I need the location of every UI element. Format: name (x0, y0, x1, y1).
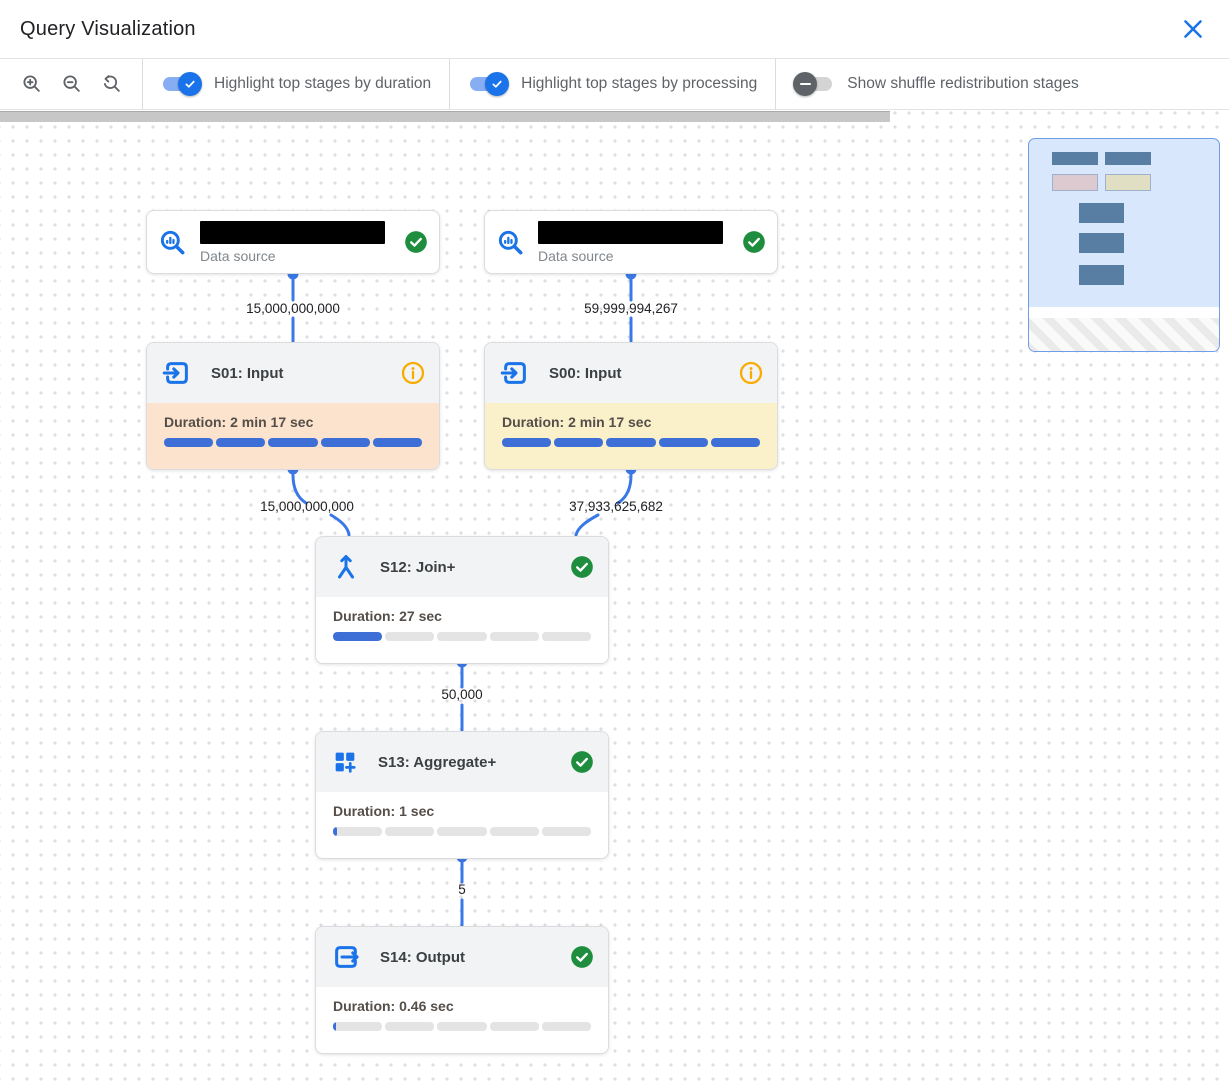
minimap-node (1052, 152, 1098, 165)
minimap-node (1079, 233, 1124, 253)
stage-title: S12: Join+ (380, 558, 456, 576)
data-source-label: Data source (538, 247, 614, 264)
stage-duration: Duration: 2 min 17 sec (502, 414, 652, 430)
stage-progress-bar (502, 438, 761, 447)
join-icon (338, 555, 354, 579)
minimap-node (1105, 152, 1151, 165)
stage-progress-bar (333, 827, 592, 836)
toggle-label-processing: Highlight top stages by processing (521, 75, 758, 92)
toolbar-divider (142, 59, 143, 109)
minimap[interactable] (1028, 138, 1220, 352)
redacted-table-name (200, 220, 385, 244)
input-icon (162, 362, 188, 384)
bigquery-table-icon (498, 230, 523, 254)
minimap-empty-strip (1029, 307, 1219, 318)
data-source-node-1[interactable]: Data source (146, 210, 440, 274)
toggle-highlight-duration[interactable] (161, 72, 202, 96)
aggregate-icon (335, 752, 356, 773)
stage-duration: Duration: 1 sec (333, 803, 435, 819)
input-icon (500, 362, 526, 384)
info-icon[interactable] (738, 360, 764, 386)
output-icon (335, 946, 359, 968)
edge-row-count: 5 (458, 882, 466, 897)
close-icon[interactable] (1179, 15, 1207, 43)
toolbar-divider (449, 59, 451, 109)
stage-title: S13: Aggregate+ (378, 753, 497, 771)
bigquery-table-icon (160, 230, 185, 254)
stage-progress-bar (164, 438, 423, 447)
stage-duration: Duration: 2 min 17 sec (164, 414, 314, 430)
minimap-node-highlight-processing (1105, 174, 1151, 191)
toggle-show-shuffle[interactable] (793, 72, 834, 96)
data-source-node-2[interactable]: Data source (484, 210, 778, 274)
zoom-reset-icon[interactable] (100, 72, 124, 96)
edge-row-count: 15,000,000,000 (260, 499, 354, 514)
stage-node-s13[interactable]: S13: Aggregate+ Duration: 1 sec (315, 731, 609, 859)
stage-node-s12[interactable]: S12: Join+ Duration: 27 sec (315, 536, 609, 664)
edge-row-count: 37,933,625,682 (569, 499, 663, 514)
graph-canvas[interactable]: 15,000,000,000 59,999,994,267 15,000,000… (0, 110, 1229, 1090)
dialog-header: Query Visualization (0, 0, 1229, 58)
success-check-icon (571, 751, 593, 773)
redacted-table-name (538, 220, 723, 244)
toolbar: Highlight top stages by duration Highlig… (0, 58, 1229, 110)
horizontal-scrollbar-thumb[interactable] (0, 111, 890, 122)
toggle-label-shuffle: Show shuffle redistribution stages (847, 75, 1079, 92)
success-check-icon (405, 231, 427, 253)
stage-title: S00: Input (549, 364, 622, 382)
stage-node-s01[interactable]: S01: Input Duration: 2 min 17 sec (146, 342, 440, 470)
success-check-icon (571, 556, 593, 578)
edge-row-count: 50,000 (441, 687, 483, 702)
stage-duration: Duration: 0.46 sec (333, 998, 454, 1014)
toggle-highlight-processing[interactable] (468, 72, 510, 96)
stage-node-s00[interactable]: S00: Input Duration: 2 min 17 sec (484, 342, 778, 470)
minimap-node (1079, 265, 1124, 285)
zoom-out-icon[interactable] (60, 72, 84, 96)
success-check-icon (571, 946, 593, 968)
minimap-node (1079, 203, 1124, 223)
minimap-node-highlight-duration (1052, 174, 1098, 191)
info-icon[interactable] (400, 360, 426, 386)
stage-progress-bar (333, 1022, 592, 1031)
toggle-label-duration: Highlight top stages by duration (214, 75, 432, 92)
edge-row-count: 59,999,994,267 (584, 301, 678, 316)
stage-title: S01: Input (211, 364, 284, 382)
data-source-label: Data source (200, 247, 276, 264)
success-check-icon (743, 231, 765, 253)
zoom-in-icon[interactable] (20, 72, 44, 96)
stage-duration: Duration: 27 sec (333, 608, 442, 624)
stage-progress-bar (333, 632, 592, 641)
stage-title: S14: Output (380, 948, 465, 966)
toolbar-divider (775, 59, 777, 109)
stage-node-s14[interactable]: S14: Output Duration: 0.46 sec (315, 926, 609, 1054)
minimap-outside-area (1029, 318, 1219, 351)
edge-row-count: 15,000,000,000 (246, 301, 340, 316)
page-title: Query Visualization (20, 17, 196, 40)
